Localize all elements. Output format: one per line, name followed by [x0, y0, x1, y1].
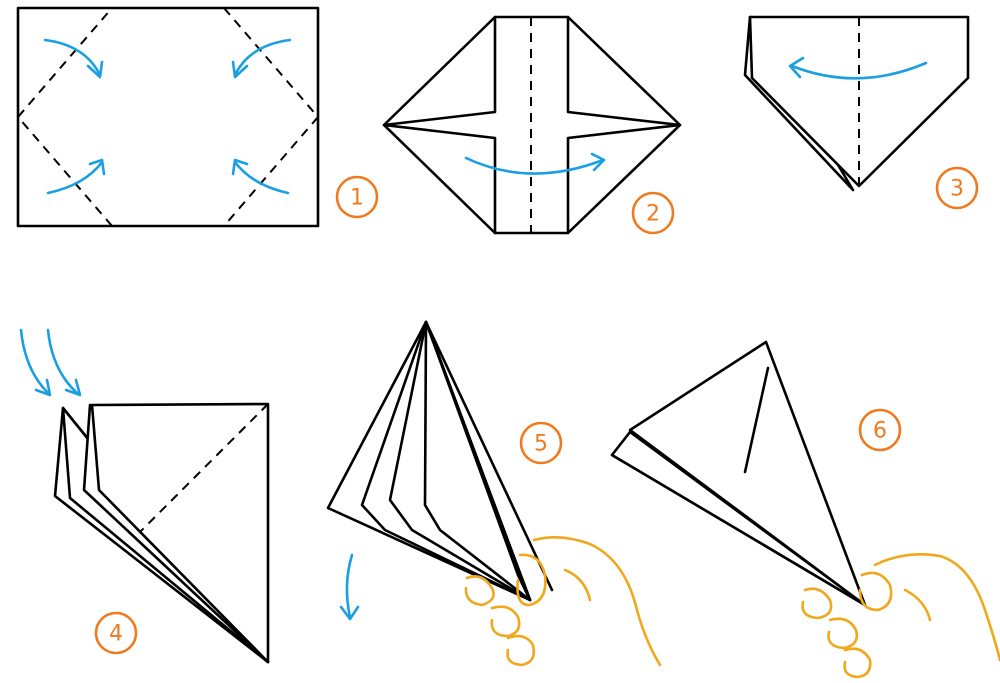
step-number: 5: [534, 432, 548, 457]
fold-arrow-icon: [46, 158, 106, 195]
step-3: [743, 15, 970, 192]
fold-lines: [16, 7, 320, 227]
front-layer: [90, 402, 270, 664]
fold-arrow-icon: [464, 152, 606, 175]
fold-arrow-icon: [19, 328, 52, 397]
paper-sheet: [16, 6, 320, 228]
step-1: [16, 6, 320, 228]
fold-arrow-icon: [231, 38, 292, 79]
hand-icon: [464, 535, 662, 667]
front-layer: [424, 320, 532, 602]
step-2: [382, 15, 682, 235]
fold-arrow-icon: [339, 553, 360, 621]
step-4: [19, 328, 270, 664]
step-badge-5: 5: [519, 421, 563, 465]
fold-arrow-icon: [46, 328, 82, 397]
step-number: 4: [109, 622, 123, 647]
fold-arrow-icon: [231, 158, 290, 195]
step-badge-4: 4: [94, 611, 138, 655]
front-layer: [628, 340, 867, 607]
step-number: 1: [350, 186, 364, 211]
step-badge-6: 6: [858, 408, 902, 452]
hand-icon: [801, 553, 1000, 679]
step-5: [326, 320, 662, 667]
step-badge-2: 2: [631, 191, 675, 235]
step-badge-3: 3: [935, 166, 979, 210]
step-badge-1: 1: [335, 175, 379, 219]
fold-arrow-icon: [43, 38, 104, 79]
step-number: 2: [646, 202, 660, 227]
fold-arrow-icon: [788, 56, 928, 80]
step-number: 6: [873, 419, 887, 444]
step-number: 3: [950, 177, 964, 202]
step-6: [610, 340, 1000, 679]
